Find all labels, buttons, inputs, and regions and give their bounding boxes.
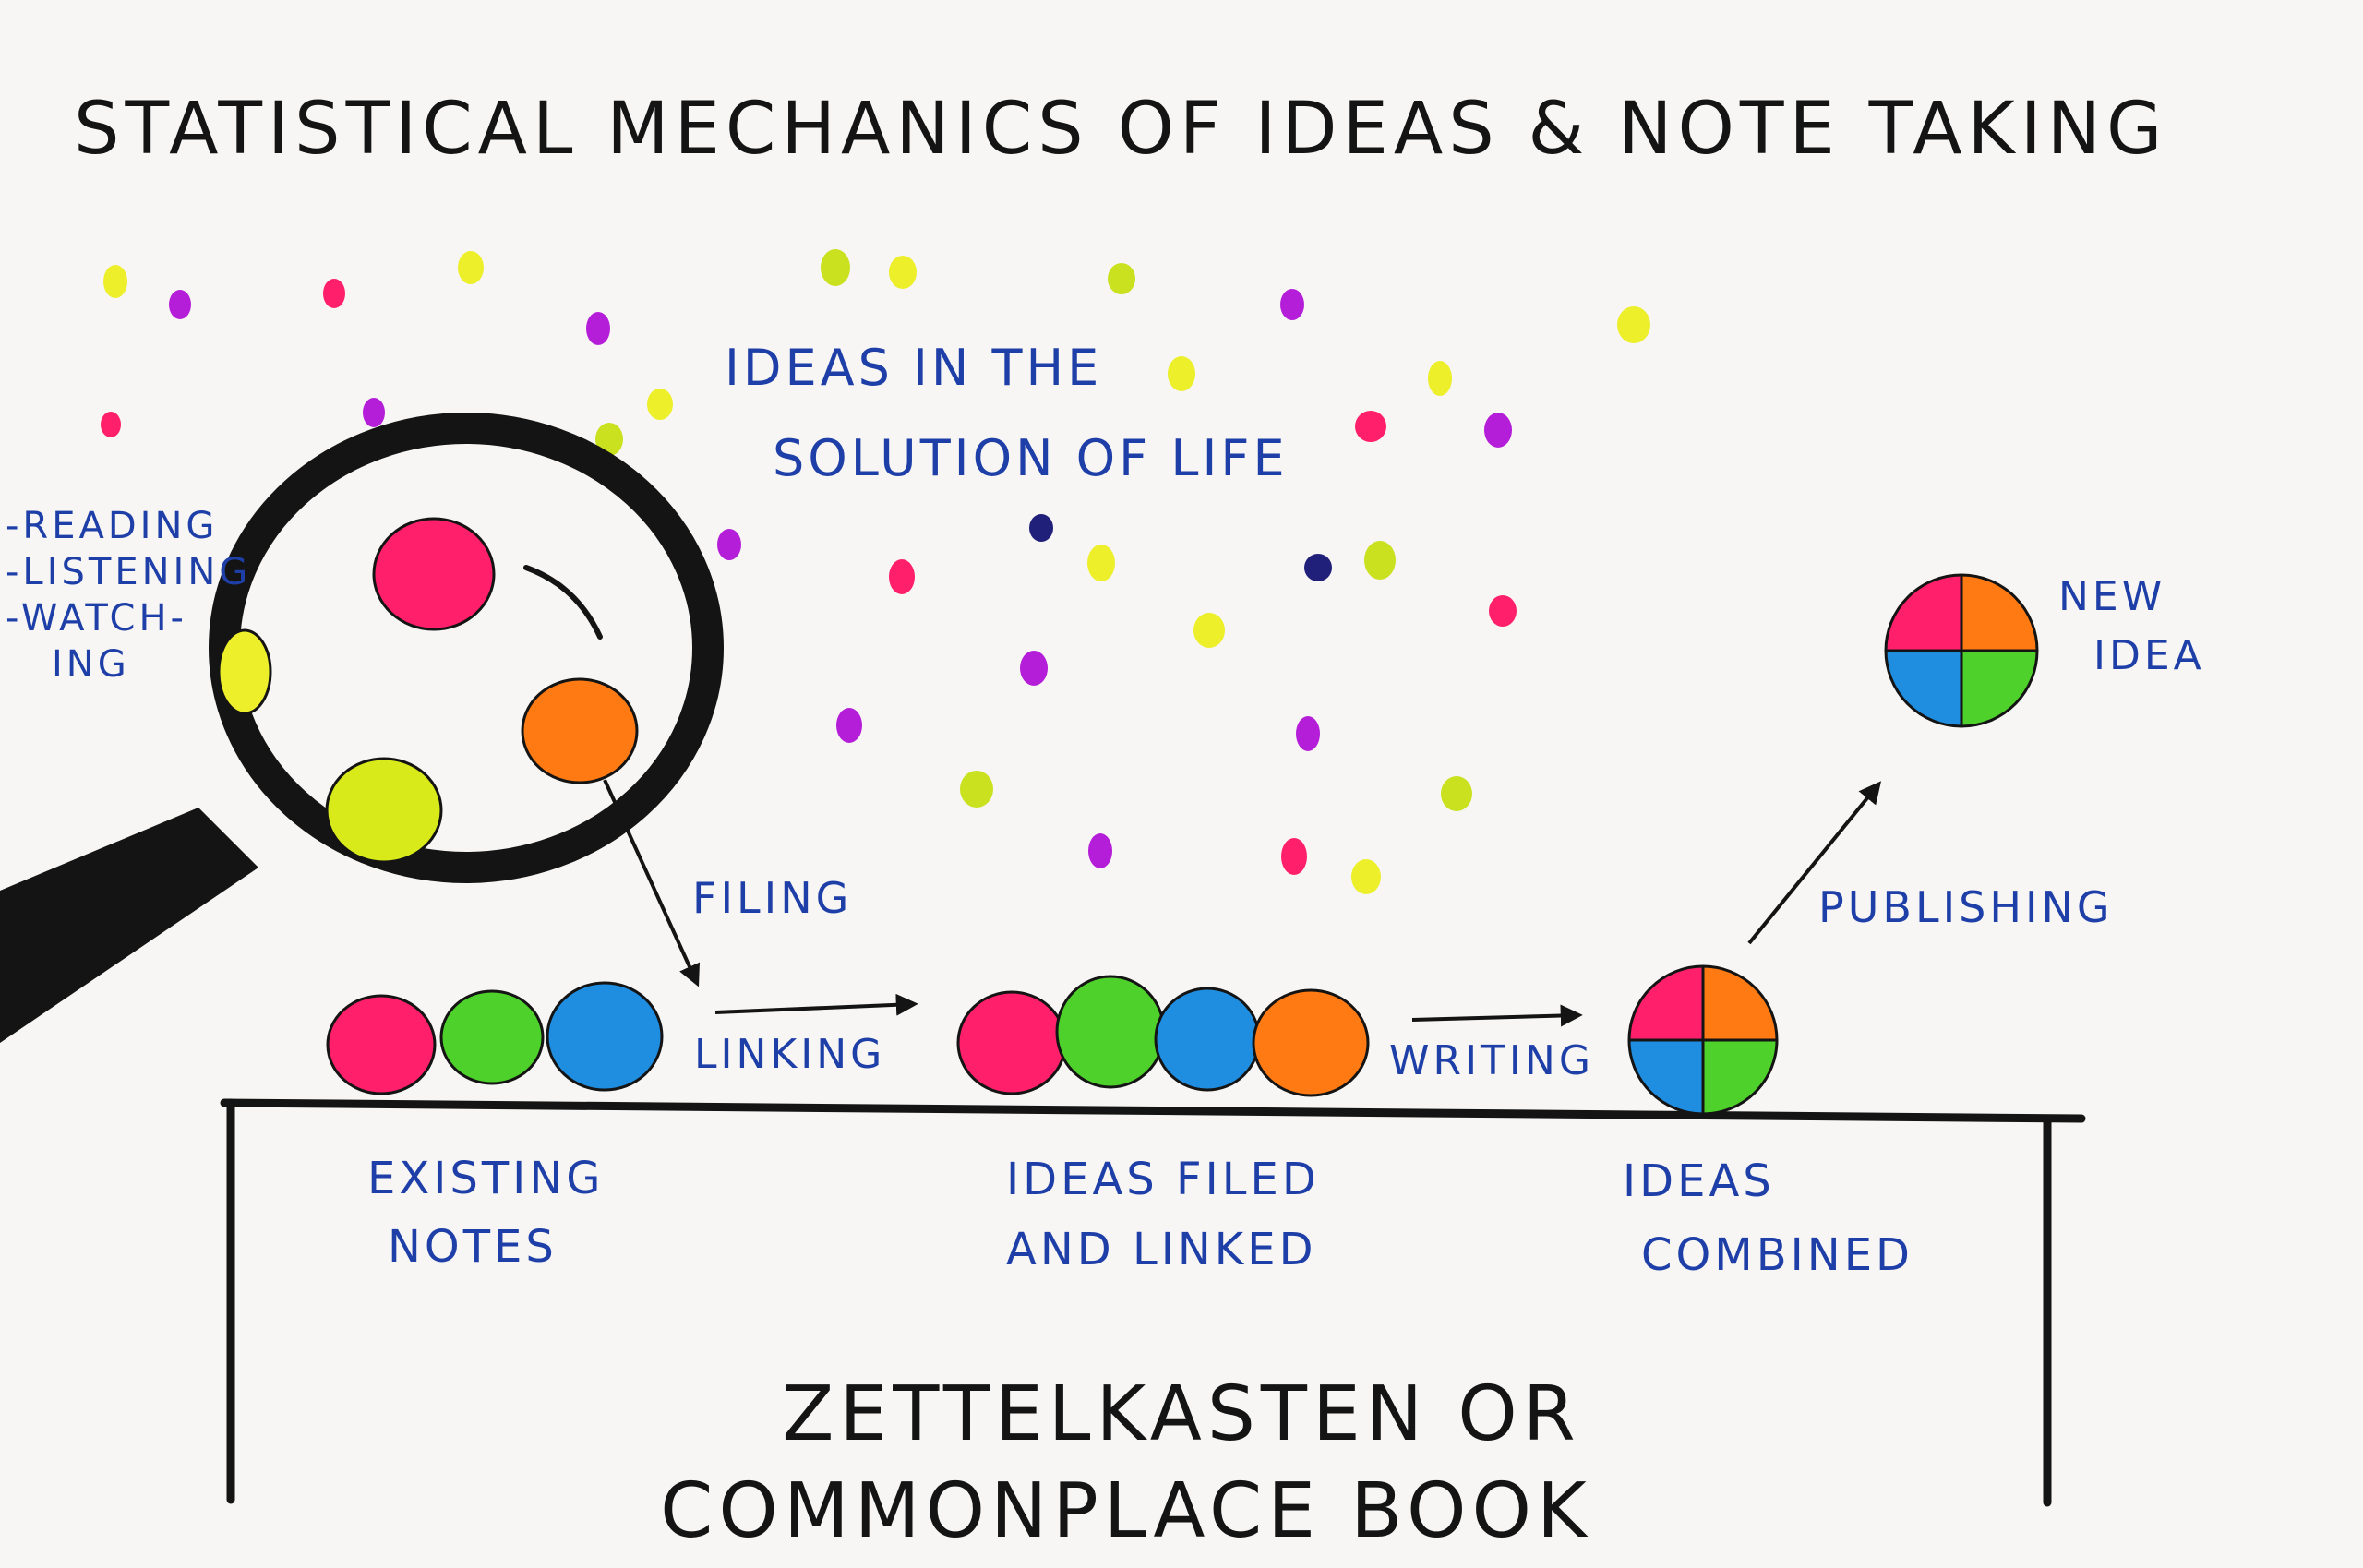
ideas-in-solution-label: IDEAS IN THE SOLUTION OF LIFE	[725, 323, 1289, 504]
combined-idea-ball	[1627, 964, 1779, 1116]
ideas-combined-label: IDEAS COMBINED	[1623, 1144, 1913, 1292]
idea-dot	[1029, 514, 1053, 542]
magnifier-handle	[0, 808, 258, 1043]
idea-dot	[1020, 651, 1048, 686]
idea-dot	[821, 249, 850, 286]
idea-dot	[1428, 361, 1452, 396]
ideas-combined-line1: IDEAS	[1623, 1155, 1775, 1207]
idea-dot	[1193, 613, 1225, 648]
note-ball-blue	[546, 981, 664, 1092]
ideas-in-solution-line1: IDEAS IN THE	[725, 339, 1103, 397]
filed-ball-orange	[1252, 988, 1370, 1097]
idea-dot	[1364, 541, 1396, 580]
existing-notes-balls	[326, 981, 664, 1095]
idea-dot	[1304, 554, 1332, 581]
ideas-filed-line1: IDEAS FILED	[1006, 1154, 1320, 1205]
idea-dot	[458, 251, 484, 284]
idea-dot	[960, 771, 993, 808]
idea-dot	[647, 389, 673, 420]
idea-dot	[717, 529, 741, 560]
magnifying-glass-icon	[0, 413, 724, 1043]
idea-dot	[1484, 413, 1512, 448]
idea-particles	[101, 249, 1650, 894]
idea-dot	[1296, 716, 1320, 751]
note-ball-pink	[326, 994, 437, 1095]
listening-label: -LISTENING	[6, 551, 252, 593]
idea-dot	[1087, 545, 1115, 581]
lens-idea-orange	[521, 677, 639, 784]
idea-dot	[101, 412, 121, 437]
idea-dot	[1351, 859, 1381, 894]
ideas-combined-line2: COMBINED	[1641, 1229, 1913, 1281]
existing-notes-label: EXISTING NOTES	[367, 1144, 604, 1281]
ideas-filed-line2: AND LINKED	[1006, 1224, 1317, 1275]
publishing-arrow	[1747, 781, 1882, 945]
note-ball-green	[439, 989, 545, 1085]
new-idea-ball	[1884, 573, 2039, 728]
new-idea-label: NEW IDEA	[2058, 568, 2205, 686]
idea-dot	[323, 279, 345, 308]
idea-dot	[889, 559, 915, 594]
footer-title-line1: ZETTELKASTEN OR	[782, 1371, 1581, 1458]
filed-ball-green	[1055, 975, 1166, 1089]
filed-ball-blue	[1154, 987, 1261, 1092]
lens-idea-pink	[372, 517, 496, 631]
filed-linked-balls	[956, 975, 1370, 1097]
lens-idea-yellow-partial	[217, 628, 272, 715]
linking-label: LINKING	[694, 1031, 886, 1078]
filing-arrow	[603, 779, 700, 987]
idea-dot	[836, 708, 862, 743]
magnifier-lens	[209, 413, 724, 883]
zettelkasten-box	[220, 1098, 2086, 1507]
idea-dot	[1168, 356, 1195, 391]
writing-arrow	[1411, 1004, 1583, 1027]
idea-dot	[1441, 776, 1472, 811]
idea-dot	[1617, 306, 1650, 343]
idea-dot	[169, 290, 191, 319]
idea-dot	[1281, 838, 1307, 875]
idea-dot	[1280, 289, 1304, 320]
existing-notes-line2: NOTES	[388, 1221, 558, 1273]
watching-label-line1: -WATCH-	[6, 597, 187, 640]
idea-dot	[595, 423, 623, 456]
idea-dot	[586, 312, 610, 345]
footer-title-line2: COMMONPLACE BOOK	[660, 1467, 1592, 1555]
idea-dot	[1489, 595, 1517, 627]
idea-dot	[1355, 411, 1386, 442]
page-title: STATISTICAL MECHANICS OF IDEAS & NOTE TA…	[74, 88, 2168, 171]
writing-label: WRITING	[1389, 1037, 1594, 1084]
new-idea-line1: NEW	[2058, 573, 2166, 620]
input-sources-label: -READING -LISTENING -WATCH- ING	[6, 503, 251, 688]
process-arrows	[603, 779, 1882, 1027]
filed-ball-pink	[956, 990, 1067, 1095]
linking-arrow	[714, 993, 918, 1016]
idea-dot	[103, 265, 127, 298]
idea-dot	[1088, 833, 1112, 868]
existing-notes-line1: EXISTING	[367, 1153, 605, 1204]
lens-idea-lime	[325, 757, 443, 864]
reading-label: -READING	[6, 505, 219, 547]
idea-dot	[889, 256, 917, 289]
idea-dot	[1108, 263, 1135, 294]
ideas-filed-linked-label: IDEAS FILED AND LINKED	[1006, 1144, 1320, 1285]
lens-glare	[523, 565, 603, 640]
watching-label-line2: ING	[52, 643, 130, 686]
publishing-label: PUBLISHING	[1818, 882, 2114, 932]
new-idea-line2: IDEA	[2093, 632, 2205, 679]
filing-label: FILING	[692, 873, 853, 923]
ideas-in-solution-line2: SOLUTION OF LIFE	[773, 429, 1289, 487]
idea-dot	[363, 398, 385, 427]
